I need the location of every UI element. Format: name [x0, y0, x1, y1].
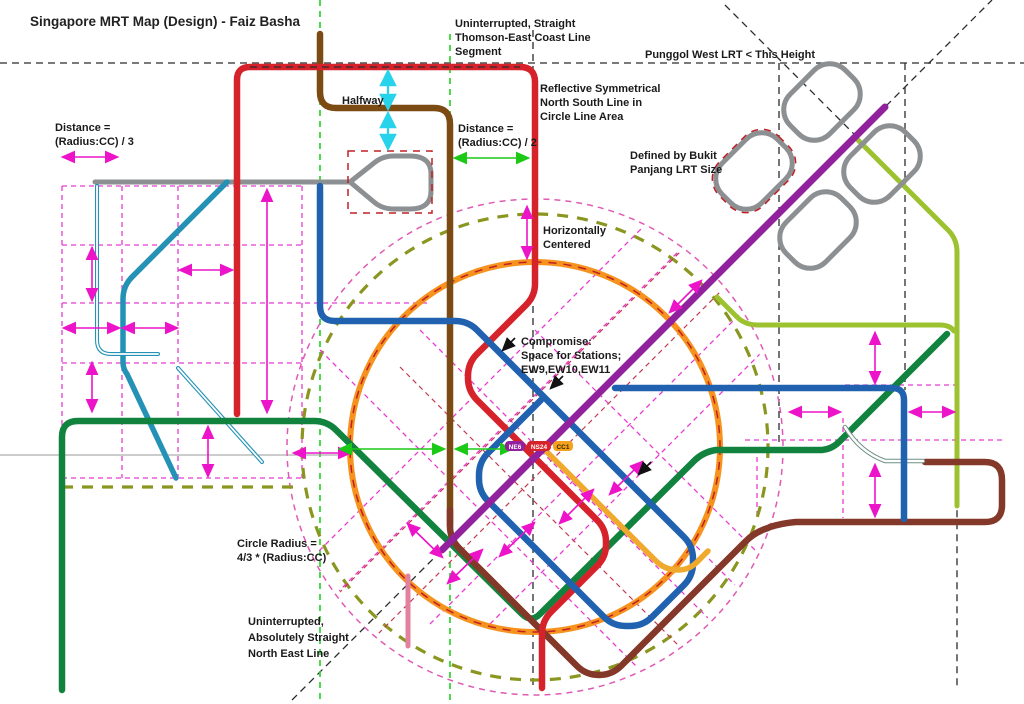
station-pill-cc [553, 441, 573, 451]
annotation-bukit-panjang-l2: Panjang LRT Size [630, 164, 722, 176]
white-double-segment [842, 424, 926, 464]
annotation-distance-half-l2: (Radius:CC) / 2 [458, 137, 537, 149]
cross-island-line [714, 136, 960, 509]
lrt-loop [713, 130, 795, 212]
annotation-reflective-ns-l2: North South Line in [540, 97, 642, 109]
cross-island-main [854, 136, 960, 509]
station-pill-ns [527, 441, 551, 451]
annotation-tec-segment: Uninterrupted, Straight [455, 18, 576, 30]
annotation-tec-segment-l2: Thomson-East Coast Line [455, 32, 591, 44]
measurement-arrows [60, 68, 957, 585]
annotation-compromise-l2: Space for Stations; [521, 350, 621, 362]
north-east-line [438, 103, 889, 554]
pointer-arrow [637, 460, 653, 476]
lrt-loop-size-dashed-box [711, 128, 797, 214]
axis-diagonal-southeast [724, 4, 958, 688]
measure-arrow [558, 488, 595, 525]
measure-arrow [498, 521, 536, 558]
annotation-ne-line-l2: Absolutely Straight [248, 632, 349, 644]
annotation-distance-third-l2: (Radius:CC) / 3 [55, 136, 134, 148]
annotation-compromise: Compromise: [521, 336, 592, 348]
bukit-panjang-lrt [92, 150, 434, 214]
thomson-east-coast-line-south [446, 458, 1006, 679]
annotation-circle-radius-l2: 4/3 * (Radius:CC) [237, 552, 327, 564]
station-code-ne: NE6 [509, 444, 522, 451]
annotation-distance-third: Distance = [55, 122, 110, 134]
annotation-circle-radius: Circle Radius = [237, 538, 317, 550]
cross-island-branch [714, 294, 957, 334]
annotation-horizontally-centered-l2: Centered [543, 239, 591, 251]
pointer-arrow [549, 374, 565, 390]
downtown-line [316, 182, 908, 630]
page-title: Singapore MRT Map (Design) - Faiz Basha [30, 14, 301, 29]
lattice-line [534, 329, 778, 690]
teal-line-main [120, 179, 230, 481]
annotation-ne-line-l3: North East Line [248, 648, 329, 660]
pointer-arrow [501, 336, 517, 352]
lattice-line [489, 204, 778, 625]
station-pill-ne [505, 441, 525, 451]
lattice-line [319, 349, 761, 690]
measure-arrow [446, 548, 484, 585]
annotation-compromise-l3: EW9,EW10,EW11 [521, 364, 610, 376]
annotation-bukit-panjang: Defined by Bukit [630, 150, 717, 162]
interchange-station-label: NE6 NS24 CC1 [505, 441, 573, 451]
construction-grid-left [61, 185, 430, 479]
teal-double-diagonal-inner [177, 367, 263, 463]
lattice-line [299, 204, 701, 571]
bukit-panjang-lrt-line [92, 153, 434, 212]
annotation-punggol-west: Punggol West LRT < This Height [645, 49, 815, 61]
white-double-inner [843, 425, 925, 463]
annotation-reflective-ns-l3: Circle Line Area [540, 111, 624, 123]
annotation-reflective-ns: Reflective Symmetrical [540, 83, 660, 95]
punggol-sengkang-lrt-loops [711, 61, 923, 271]
circle-line-branch [541, 446, 711, 573]
lrt-loop [841, 123, 923, 205]
lrt-loop [781, 61, 863, 143]
measure-arrow [668, 279, 703, 314]
downtown-line-east [611, 384, 908, 523]
annotation-distance-half: Distance = [458, 123, 513, 135]
lrt-loop [777, 189, 859, 271]
annotations: Singapore MRT Map (Design) - Faiz Basha … [30, 14, 815, 660]
station-code-ns: NS24 [531, 444, 548, 451]
measure-arrow [406, 522, 444, 559]
bplrt-size-dashed-box [347, 150, 433, 214]
teal-double-line-inner [96, 185, 159, 355]
measure-arrow [608, 460, 644, 496]
annotation-tec-segment-l3: Segment [455, 46, 502, 58]
station-code-cc: CC1 [556, 444, 569, 451]
annotation-horizontally-centered: Horizontally [543, 225, 607, 237]
annotation-halfway: Halfway [342, 95, 384, 107]
downtown-line-central [316, 182, 697, 630]
north-south-line [233, 63, 610, 692]
annotation-ne-line: Uninterrupted, [248, 616, 324, 628]
